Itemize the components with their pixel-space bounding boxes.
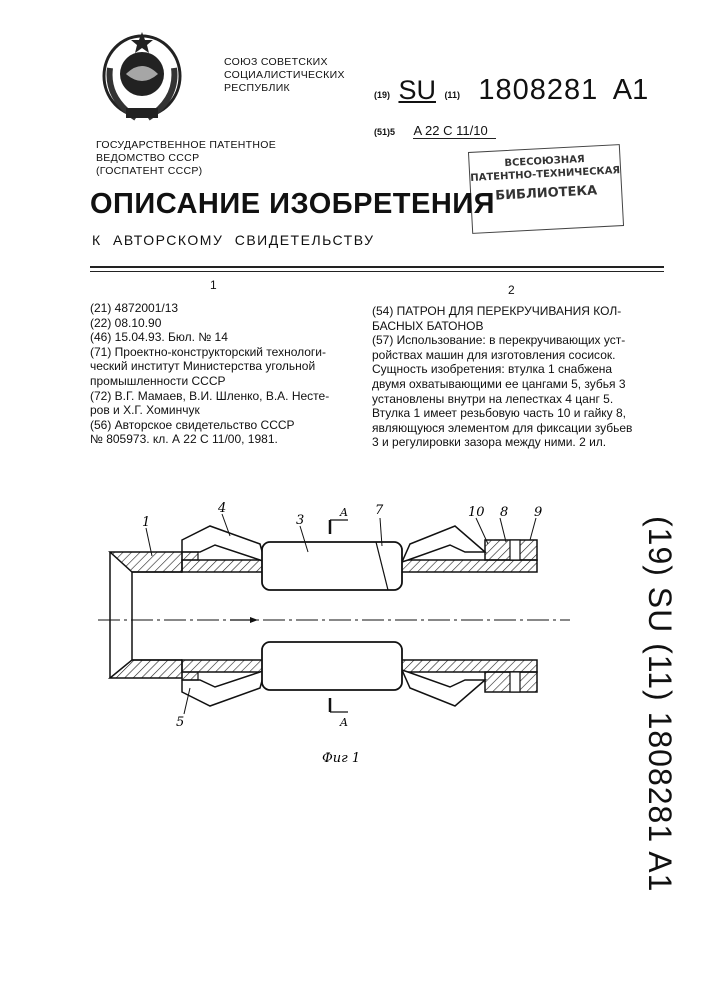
label-8: 8 <box>500 505 508 520</box>
column-number-left: 1 <box>210 278 217 293</box>
figure-caption: Фиг 1 <box>322 751 360 766</box>
document-title: ОПИСАНИЕ ИЗОБРЕТЕНИЯ <box>90 188 495 221</box>
country-name: СОЮЗ СОВЕТСКИХ СОЦИАЛИСТИЧЕСКИХ РЕСПУБЛИ… <box>224 56 345 95</box>
label-9: 9 <box>534 505 542 520</box>
header-rule-bottom <box>90 271 664 272</box>
patent-office: ГОСУДАРСТВЕННОЕ ПАТЕНТНОЕ ВЕДОМСТВО СССР… <box>96 139 276 178</box>
document-subtitle: К АВТОРСКОМУ СВИДЕТЕЛЬСТВУ <box>92 232 374 248</box>
patent-number-line: (19) SU (11) 1808281 A1 <box>374 74 648 107</box>
label-1: 1 <box>142 515 150 530</box>
label-4: 4 <box>217 501 226 516</box>
label-7: 7 <box>375 503 384 518</box>
bibliographic-data: (21) 4872001/13 (22) 08.10.90 (46) 15.04… <box>90 301 360 447</box>
ussr-emblem <box>96 28 188 126</box>
label-a-bottom: A <box>339 716 348 729</box>
vertical-patent-number: (19) SU (11) 1808281 A1 <box>620 506 700 776</box>
ipc-line: (51)5 A 22 C 11/10 <box>374 122 496 140</box>
header-rule-top <box>90 266 664 268</box>
abstract: (54) ПАТРОН ДЛЯ ПЕРЕКРУЧИВАНИЯ КОЛ- БАСН… <box>372 304 642 450</box>
column-number-right: 2 <box>508 283 515 298</box>
label-a-top: A <box>339 506 348 519</box>
label-10: 10 <box>468 505 485 520</box>
label-3: 3 <box>296 513 304 528</box>
figure-1-drawing: 1 4 3 A 7 10 8 9 5 A Фиг 1 <box>90 500 570 780</box>
label-5: 5 <box>176 715 184 730</box>
